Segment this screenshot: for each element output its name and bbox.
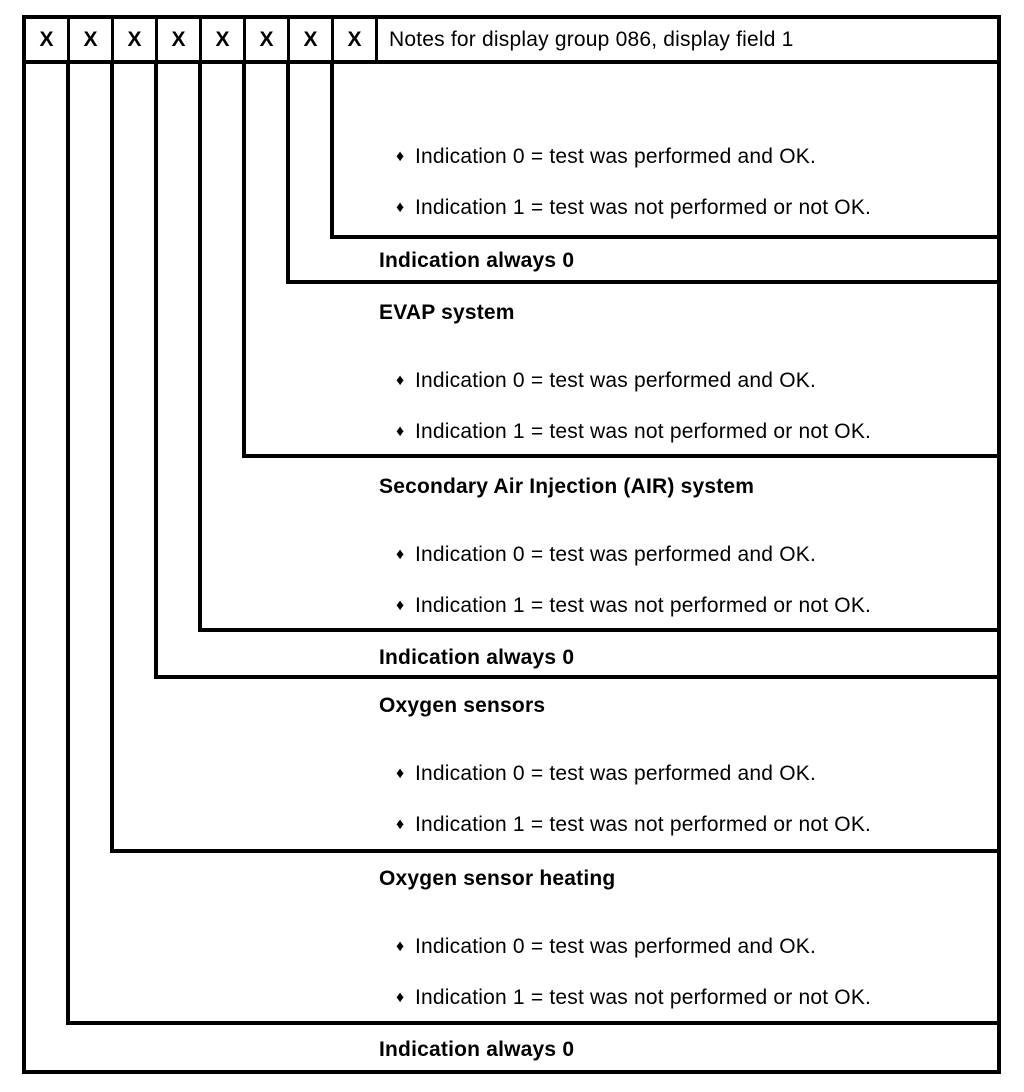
bullet-text: Indication 1 = test was not performed or… [415, 594, 872, 617]
diamond-bullet-icon: ♦ [396, 938, 405, 955]
bullet-item: ♦ Indication 1 = test was not performed … [379, 419, 984, 445]
bullet-text: Indication 1 = test was not performed or… [415, 196, 872, 219]
diamond-bullet-icon: ♦ [396, 199, 405, 216]
bit-cell-4: X [158, 19, 202, 60]
bit-cell-2: X [70, 19, 114, 60]
notes-header-label: Notes for display group 086, display fie… [389, 27, 794, 51]
diamond-bullet-icon: ♦ [396, 765, 405, 782]
section-bit-2: Oxygen sensor heating ♦ Indication 0 = t… [379, 866, 984, 1011]
diamond-bullet-icon: ♦ [396, 423, 405, 440]
bullet-item: ♦ Indication 0 = test was performed and … [379, 761, 984, 787]
diamond-bullet-icon: ♦ [396, 148, 405, 165]
bullet-item: ♦ Indication 0 = test was performed and … [379, 368, 984, 394]
bullet-item: ♦ Indication 1 = test was not performed … [379, 195, 984, 221]
section-bit-4: Indication always 0 [379, 645, 984, 671]
bullet-item: ♦ Indication 0 = test was performed and … [379, 144, 984, 170]
bullet-item: ♦ Indication 1 = test was not performed … [379, 593, 984, 619]
bullet-text: Indication 0 = test was performed and OK… [415, 762, 816, 785]
section-bit-7: Indication always 0 [379, 248, 984, 274]
section-bit-1: Indication always 0 [379, 1037, 984, 1063]
section-title: Oxygen sensor heating [379, 867, 616, 890]
section-bit-5: Secondary Air Injection (AIR) system ♦ I… [379, 474, 984, 619]
bit-cell-6: X [246, 19, 290, 60]
section-title: Indication always 0 [379, 1038, 575, 1061]
bullet-text: Indication 0 = test was performed and OK… [415, 543, 816, 566]
section-title: Secondary Air Injection (AIR) system [379, 475, 755, 498]
bullet-text: Indication 1 = test was not performed or… [415, 813, 872, 836]
bullet-item: ♦ Indication 1 = test was not performed … [379, 985, 984, 1011]
bullet-text: Indication 1 = test was not performed or… [415, 986, 872, 1009]
bullet-text: Indication 0 = test was performed and OK… [415, 369, 816, 392]
section-bit-8: ♦ Indication 0 = test was performed and … [379, 144, 984, 221]
section-title: Indication always 0 [379, 249, 575, 272]
section-title: Oxygen sensors [379, 694, 546, 717]
bullet-text: Indication 1 = test was not performed or… [415, 420, 872, 443]
bit-cell-1: X [26, 19, 70, 60]
header-row: X X X X X X X X Notes for display group … [22, 15, 1001, 64]
section-bit-6: EVAP system ♦ Indication 0 = test was pe… [379, 300, 984, 445]
diamond-bullet-icon: ♦ [396, 816, 405, 833]
bracket-bit-8 [330, 60, 1001, 239]
bit-cell-8: X [334, 19, 378, 60]
bullet-item: ♦ Indication 0 = test was performed and … [379, 542, 984, 568]
bullet-text: Indication 0 = test was performed and OK… [415, 145, 816, 168]
section-title: Indication always 0 [379, 646, 575, 669]
bit-cell-5: X [202, 19, 246, 60]
diamond-bullet-icon: ♦ [396, 546, 405, 563]
diamond-bullet-icon: ♦ [396, 597, 405, 614]
bullet-item: ♦ Indication 1 = test was not performed … [379, 812, 984, 838]
bullet-text: Indication 0 = test was performed and OK… [415, 935, 816, 958]
diamond-bullet-icon: ♦ [396, 989, 405, 1006]
section-title: EVAP system [379, 301, 515, 324]
bullet-item: ♦ Indication 0 = test was performed and … [379, 934, 984, 960]
bit-cell-7: X [290, 19, 334, 60]
bit-cell-3: X [114, 19, 158, 60]
section-bit-3: Oxygen sensors ♦ Indication 0 = test was… [379, 693, 984, 838]
diamond-bullet-icon: ♦ [396, 372, 405, 389]
